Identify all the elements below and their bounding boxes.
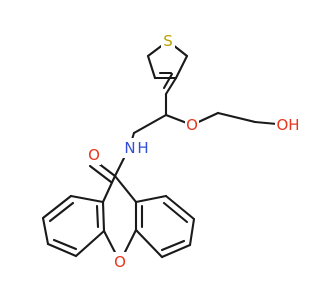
bond-double-inner	[88, 164, 113, 184]
bond-double-inner	[160, 239, 186, 252]
bond-single	[101, 174, 117, 204]
bond-double-inner	[52, 238, 78, 251]
bond-single	[69, 194, 105, 204]
xanthene-oxygen-label: O	[114, 253, 126, 271]
bond-double-main	[164, 76, 178, 96]
amide-nitrogen-label: N	[124, 139, 135, 157]
sulfur-atom-label: S	[163, 32, 173, 50]
bond-single	[132, 113, 168, 135]
bond-double-inner	[95, 204, 100, 229]
bond-double-inner	[162, 201, 189, 224]
ether-oxygen-label: O	[186, 116, 198, 134]
bond-single	[134, 194, 168, 204]
bond-single	[216, 111, 257, 124]
carbonyl-oxygen-label: O	[88, 146, 100, 164]
atom-label-layer: S OH O N H O O	[87, 31, 300, 272]
bond-single	[174, 54, 189, 80]
bond-single	[74, 229, 106, 258]
bond-single	[160, 243, 192, 259]
bond-single	[134, 228, 164, 259]
bond-single	[146, 54, 157, 80]
amide-hydrogen-label: H	[137, 139, 148, 157]
hydroxyl-label: OH	[276, 116, 299, 134]
bond-single	[41, 194, 73, 220]
bond-single	[164, 194, 196, 221]
bond-double-inner	[48, 201, 75, 223]
bond-single	[188, 217, 196, 247]
bond-single	[113, 174, 138, 204]
structure-drawing: S OH O N H O O	[41, 31, 300, 272]
molecule-diagram: S OH O N H O O	[41, 31, 300, 272]
bond-single	[41, 216, 50, 246]
bond-double-inner	[162, 72, 174, 90]
bond-single	[101, 200, 106, 233]
bond-layer	[41, 39, 290, 264]
bond-single	[46, 242, 78, 258]
